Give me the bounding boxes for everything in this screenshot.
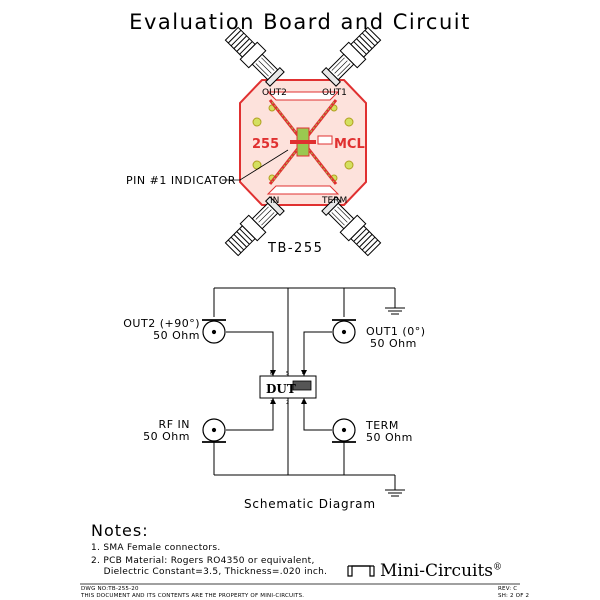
pin-3: 3	[302, 400, 305, 406]
sma-connector-out1	[321, 26, 382, 87]
sma-connector-in	[224, 196, 285, 257]
mini-circuits-logo-mark	[347, 565, 375, 577]
sma-connector-term	[321, 196, 382, 257]
footer-left: DWG NO:TB-255-20 THIS DOCUMENT AND ITS C…	[81, 586, 304, 599]
coax-out1	[332, 319, 356, 344]
pcb-inner-top	[266, 91, 340, 101]
pcb-brand: MCL	[334, 137, 365, 152]
dwg-number: DWG NO:TB-255-20	[81, 586, 139, 592]
port-out1-label: OUT1 (0°) 50 Ohm	[366, 325, 426, 350]
schematic-title: Schematic Diagram	[244, 497, 376, 511]
pin-1: 1	[270, 400, 273, 406]
sma-connector-out2	[224, 26, 285, 87]
port-rfin-label: RF IN 50 Ohm	[143, 418, 190, 443]
coax-term	[332, 418, 356, 443]
footer-right: REV: C SH: 2 OF 2	[498, 586, 529, 599]
pcb-inner-bottom	[266, 185, 340, 195]
note-2: 2. PCB Material: Rogers RO4350 or equiva…	[91, 556, 315, 566]
coax-out2	[202, 319, 226, 344]
mcl-part	[317, 135, 333, 145]
pin-5: 5	[286, 371, 289, 377]
pin1-leader	[222, 149, 289, 181]
pin-2: 2	[286, 400, 289, 406]
dut-label: DUT	[266, 382, 296, 396]
pin-4: 4	[302, 371, 305, 377]
port-term-label: TERM 50 Ohm	[366, 419, 413, 444]
dut-marker	[292, 380, 312, 391]
pcb-label-in: IN	[270, 196, 279, 206]
notes-heading: Notes:	[91, 521, 149, 540]
port-out2-label: OUT2 (+90°) 50 Ohm	[123, 317, 200, 342]
revision: REV: C	[498, 586, 518, 592]
pcb-label-out1: OUT1	[322, 88, 347, 98]
pin1-indicator-label: PIN #1 INDICATOR	[126, 174, 236, 187]
note-1: 1. SMA Female connectors.	[91, 543, 221, 553]
pin-6: 6	[270, 371, 273, 377]
note-2-cont: Dielectric Constant=3.5, Thickness=.020 …	[91, 567, 328, 577]
page-title: Evaluation Board and Circuit	[129, 10, 471, 34]
pcb-label-out2: OUT2	[262, 88, 287, 98]
pcb-part-number: 255	[252, 137, 279, 152]
property-notice: THIS DOCUMENT AND ITS CONTENTS ARE THE P…	[81, 592, 305, 599]
sheet-number: SH: 2 OF 2	[498, 592, 530, 599]
mini-circuits-logo: Mini-Circuits®	[380, 561, 503, 581]
board-name: TB-255	[268, 241, 324, 256]
pcb-label-term: TERM	[321, 196, 347, 206]
coax-rfin	[202, 418, 226, 443]
